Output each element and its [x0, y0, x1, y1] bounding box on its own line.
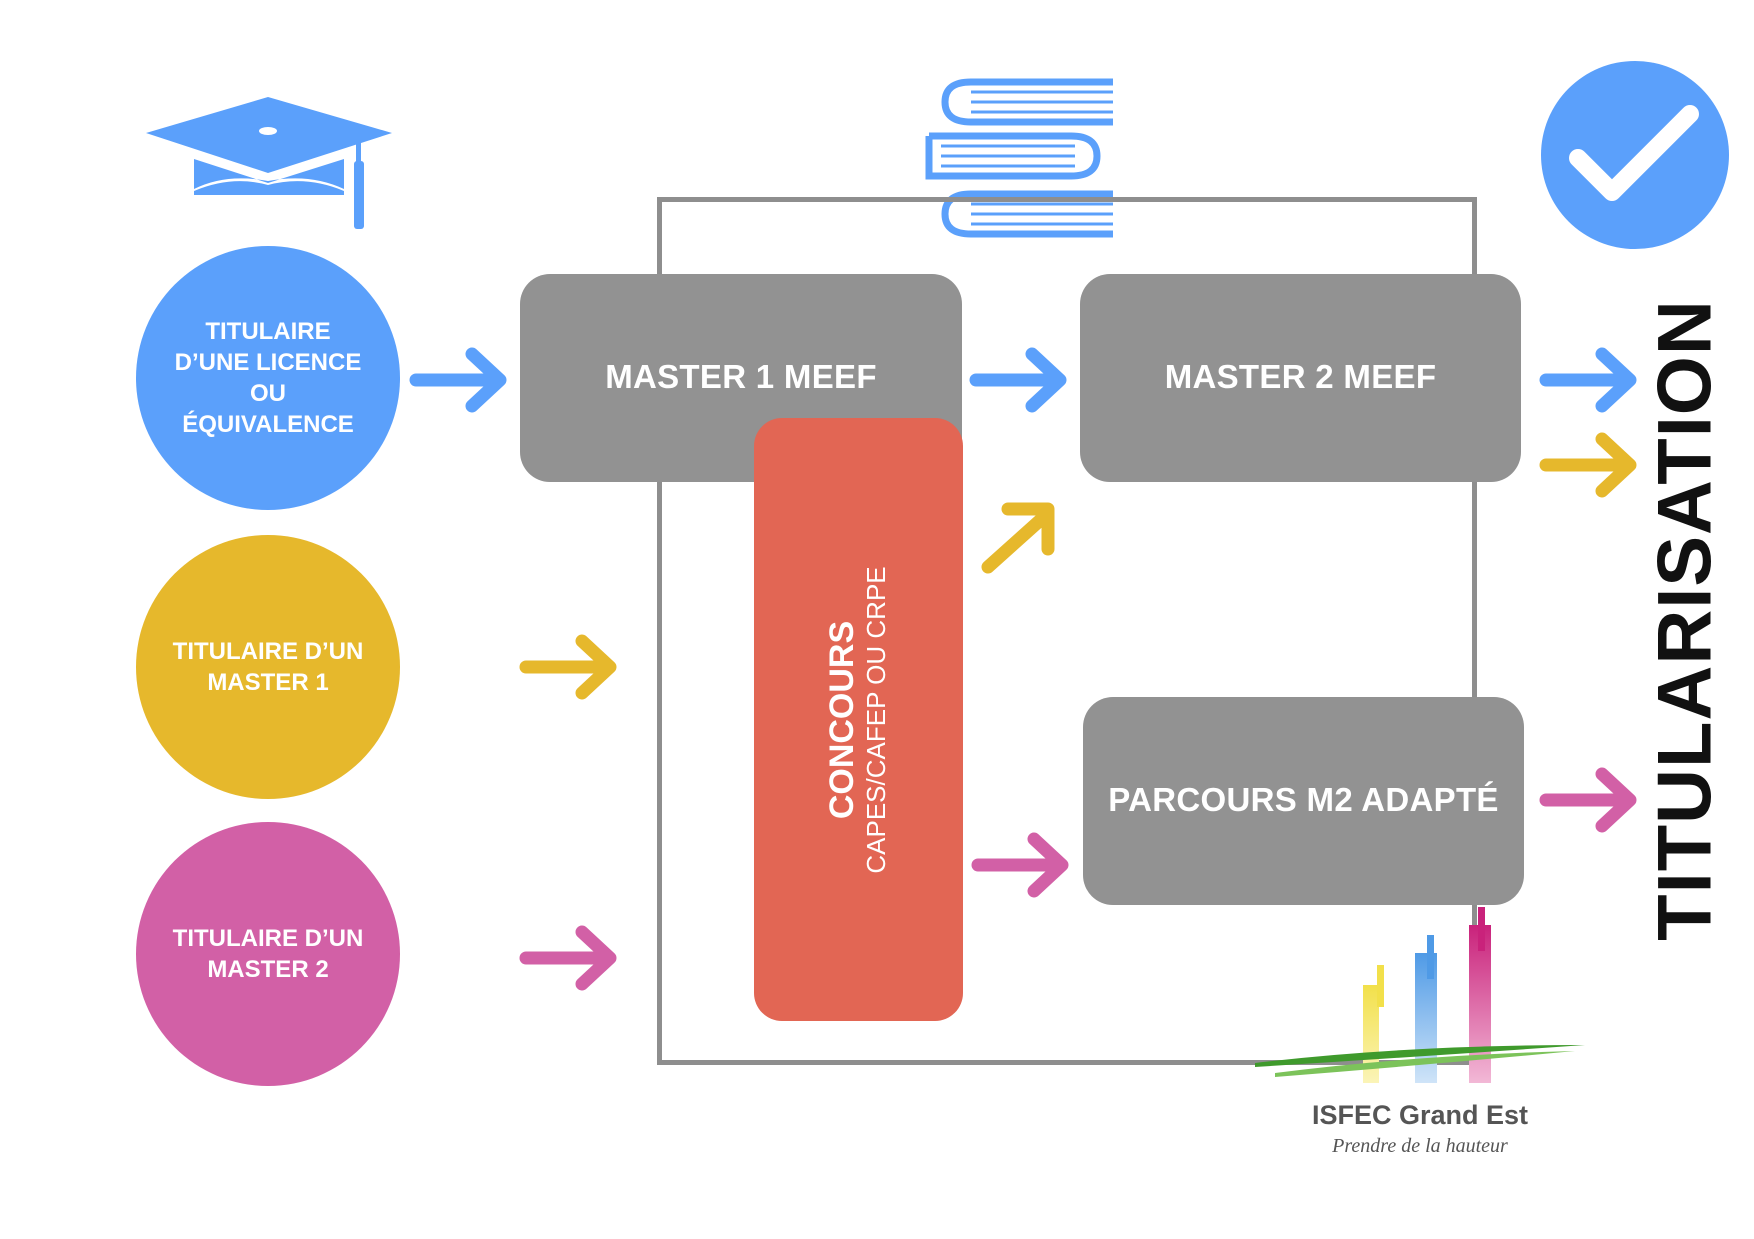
arrow-concours-to-parcours [971, 832, 1069, 898]
stage-parcours: PARCOURS M2 ADAPTÉ [1083, 697, 1524, 905]
logo-tagline: Prendre de la hauteur [1332, 1135, 1508, 1157]
outcome-titularisation: TITULARISATION [1642, 299, 1728, 941]
arrow-master2-yellow-to-titularisation [1539, 432, 1637, 498]
concours-box: CONCOURS CAPES/CAFEP OU CRPE [754, 418, 963, 1021]
source-master1-label: TITULAIRE D’UN MASTER 1 [172, 638, 364, 696]
stage-master2: MASTER 2 MEEF [1080, 274, 1521, 482]
source-licence-label: TITULAIRE D’UNE LICENCE OU ÉQUIVALENCE [174, 318, 362, 438]
stage-master2-label: MASTER 2 MEEF [1164, 358, 1437, 395]
concours-title: CONCOURS [822, 620, 861, 819]
source-master2-label: TITULAIRE D’UN MASTER 2 [172, 925, 364, 983]
arrow-parcours-to-titularisation [1539, 767, 1637, 833]
isfec-logo-icon [1255, 907, 1585, 1083]
graduation-cap-icon [146, 97, 392, 229]
arrow-master1-to-master2 [969, 347, 1067, 413]
arrow-master2-to-titularisation [1539, 347, 1637, 413]
logo-name: ISFEC Grand Est [1311, 1100, 1529, 1130]
source-licence: TITULAIRE D’UNE LICENCE OU ÉQUIVALENCE [136, 246, 400, 510]
concours-subtitle: CAPES/CAFEP OU CRPE [860, 565, 891, 874]
stage-parcours-label: PARCOURS M2 ADAPTÉ [1108, 781, 1499, 818]
arrow-master1-yellow-in [519, 634, 617, 700]
arrow-master2-pink-in [519, 925, 617, 991]
arrow-licence-to-master1 [409, 347, 507, 413]
stage-master1-label: MASTER 1 MEEF [605, 358, 877, 395]
checkmark-icon [1541, 61, 1729, 249]
source-master1: TITULAIRE D’UN MASTER 1 [136, 535, 400, 799]
books-icon [925, 78, 1113, 238]
arrow-concours-to-master2 [981, 502, 1055, 574]
program-frame [657, 197, 1477, 1065]
source-master2: TITULAIRE D’UN MASTER 2 [136, 822, 400, 1086]
